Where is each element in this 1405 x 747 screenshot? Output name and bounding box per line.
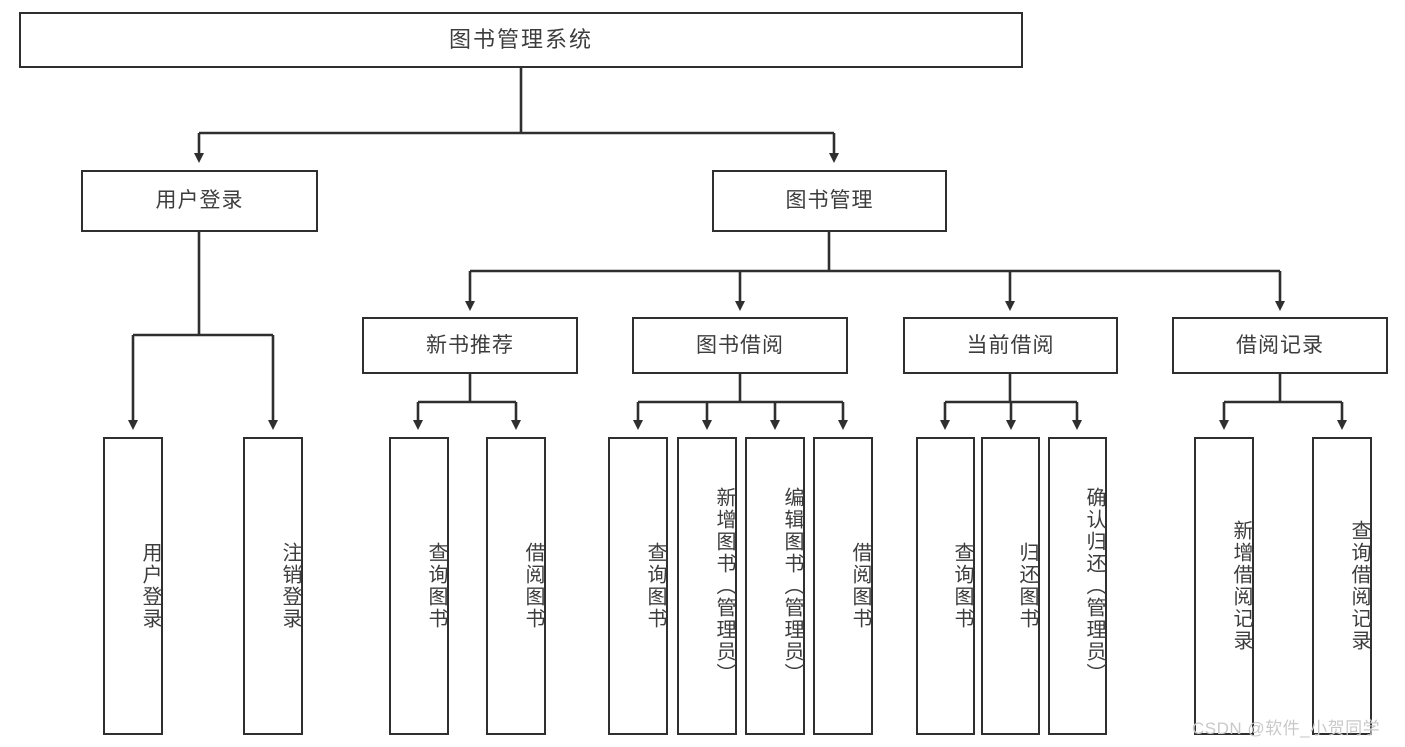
leaf-book-borrow-add-label: 新增图书（管理员） <box>713 487 735 685</box>
leaf-current-borrow-query-label: 查询图书 <box>951 542 973 630</box>
leaf-borrow-record-add[interactable]: 新增借阅记录 <box>1194 437 1254 735</box>
node-root-system[interactable]: 图书管理系统 <box>19 12 1023 68</box>
leaf-current-borrow-confirm[interactable]: 确认归还（管理员） <box>1048 437 1107 735</box>
leaf-borrow-record-query-label: 查询借阅记录 <box>1348 520 1370 652</box>
node-book-management-label: 图书管理 <box>785 189 874 213</box>
node-book-borrow[interactable]: 图书借阅 <box>632 317 848 374</box>
node-root-system-label: 图书管理系统 <box>448 26 593 52</box>
leaf-book-borrow-edit-label: 编辑图书（管理员） <box>781 487 803 685</box>
leaf-current-borrow-query[interactable]: 查询图书 <box>916 437 975 735</box>
node-user-login-label: 用户登录 <box>155 189 244 213</box>
leaf-book-borrow-borrow[interactable]: 借阅图书 <box>813 437 873 735</box>
leaf-book-borrow-edit[interactable]: 编辑图书（管理员） <box>745 437 805 735</box>
node-new-book-recommend-label: 新书推荐 <box>426 333 514 357</box>
leaf-user-login-signin[interactable]: 用户登录 <box>103 437 163 735</box>
leaf-borrow-record-query[interactable]: 查询借阅记录 <box>1312 437 1372 735</box>
leaf-borrow-record-add-label: 新增借阅记录 <box>1230 520 1252 652</box>
leaf-book-borrow-query[interactable]: 查询图书 <box>608 437 668 735</box>
node-borrow-record[interactable]: 借阅记录 <box>1172 317 1388 374</box>
node-current-borrow-label: 当前借阅 <box>966 333 1055 357</box>
node-borrow-record-label: 借阅记录 <box>1236 333 1324 357</box>
node-book-borrow-label: 图书借阅 <box>696 333 784 357</box>
node-book-management[interactable]: 图书管理 <box>712 170 947 232</box>
leaf-book-borrow-borrow-label: 借阅图书 <box>849 542 871 630</box>
node-user-login[interactable]: 用户登录 <box>81 170 318 232</box>
leaf-new-book-borrow[interactable]: 借阅图书 <box>486 437 546 735</box>
node-new-book-recommend[interactable]: 新书推荐 <box>362 317 578 374</box>
leaf-new-book-query[interactable]: 查询图书 <box>389 437 449 735</box>
node-current-borrow[interactable]: 当前借阅 <box>903 317 1118 374</box>
watermark-text: CSDN @软件_小贺同学 <box>1192 719 1381 738</box>
leaf-book-borrow-query-label: 查询图书 <box>644 542 666 630</box>
leaf-new-book-query-label: 查询图书 <box>425 542 447 630</box>
leaf-new-book-borrow-label: 借阅图书 <box>522 542 544 630</box>
leaf-current-borrow-return[interactable]: 归还图书 <box>981 437 1040 735</box>
leaf-book-borrow-add[interactable]: 新增图书（管理员） <box>677 437 737 735</box>
leaf-user-login-signout-label: 注销登录 <box>279 542 301 630</box>
leaf-current-borrow-confirm-label: 确认归还（管理员） <box>1083 487 1105 685</box>
leaf-user-login-signout[interactable]: 注销登录 <box>243 437 303 735</box>
leaf-current-borrow-return-label: 归还图书 <box>1016 542 1038 630</box>
leaf-user-login-signin-label: 用户登录 <box>139 542 161 630</box>
